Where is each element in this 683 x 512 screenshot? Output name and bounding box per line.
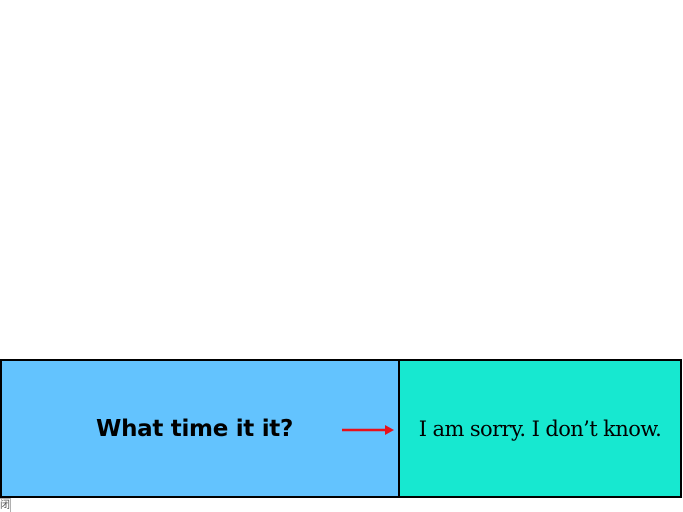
arrow-right-icon (342, 425, 394, 435)
arrow-head (385, 425, 394, 435)
question-panel: What time it it? (0, 359, 401, 498)
corner-glyph: 闭 (0, 498, 11, 512)
question-text: What time it it? (96, 415, 294, 442)
answer-panel: I am sorry. I don’t know. (398, 359, 682, 498)
answer-text: I am sorry. I don’t know. (418, 416, 662, 441)
